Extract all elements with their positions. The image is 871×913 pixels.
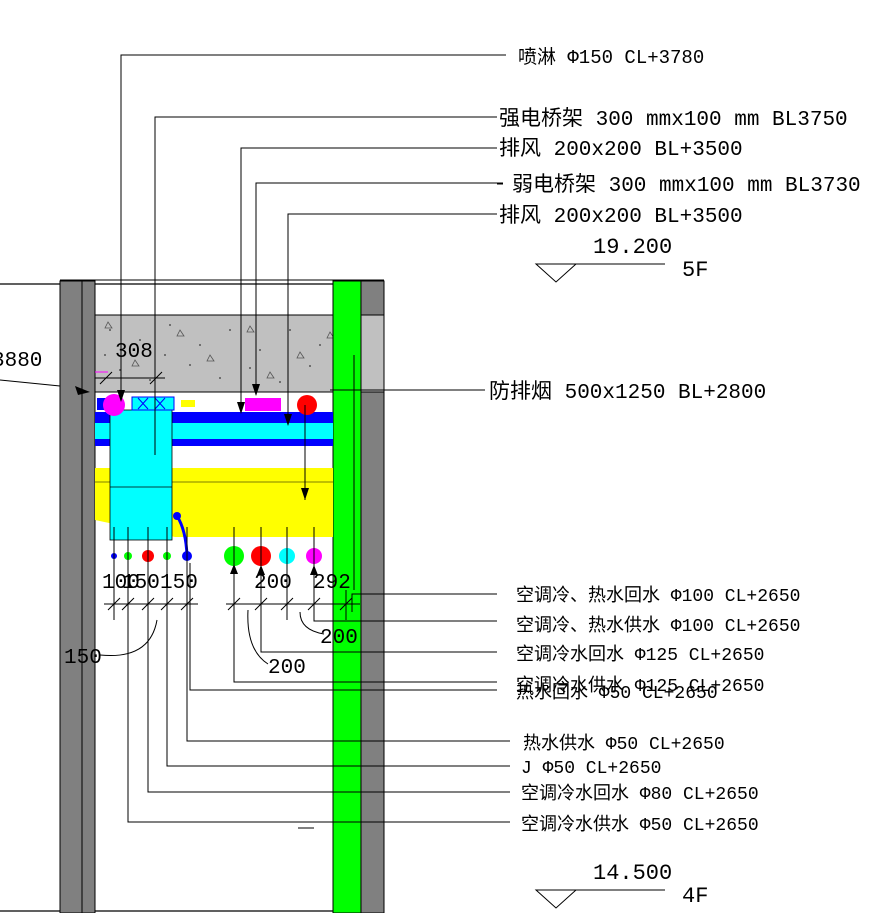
green-partition-wall xyxy=(332,280,362,913)
label-ac-hot-supply: 空调冷、热水供水 Φ100 CL+2650 xyxy=(516,615,800,637)
yellow-small-box xyxy=(181,400,195,407)
label-j-50: J Φ50 CL+2650 xyxy=(521,759,661,779)
label-ac-cold-return-80: 空调冷水回水 Φ80 CL+2650 xyxy=(521,783,759,805)
level-marker-upper xyxy=(534,263,665,283)
dim-150-b: 150 xyxy=(160,572,198,595)
blue-band-top xyxy=(95,412,333,423)
label-hot-supply-50: 热水供水 Φ50 CL+2650 xyxy=(523,733,725,755)
dim-200-b: 200 xyxy=(268,657,306,680)
level-upper-floor: 5F xyxy=(682,258,708,283)
left-wall-outer xyxy=(59,280,83,913)
dim-308: 308 xyxy=(115,341,153,364)
label-weak-tray: 弱电桥架 300 mmx100 mm BL3730 xyxy=(512,173,861,198)
dim-200-c: 200 xyxy=(320,627,358,650)
label-exhaust-1: 排风 200x200 BL+3500 xyxy=(499,137,743,162)
label-ac-hot-return: 空调冷、热水回水 Φ100 CL+2650 xyxy=(516,585,800,607)
label-hot-return-50: 热水回水 Φ50 CL+2650 xyxy=(516,682,718,704)
dim-100: 100 xyxy=(102,572,140,595)
concrete-triangles xyxy=(104,321,335,379)
small-blue-box xyxy=(97,398,107,410)
red-pipe-top xyxy=(297,395,317,415)
dim-200-a: 200 xyxy=(254,572,292,595)
label-ac-cold-return-125: 空调冷水回水 Φ125 CL+2650 xyxy=(516,644,764,666)
dim-150-c: 150 xyxy=(64,647,102,670)
level-lower-floor: 4F xyxy=(682,884,708,909)
label-ac-cold-supply-125: 空调冷水供水 Φ125 CL+2650 xyxy=(516,675,764,697)
arrow-heads xyxy=(75,384,318,575)
label-smoke-duct: 防排烟 500x1250 BL+2800 xyxy=(489,380,766,405)
dim-292: 292 xyxy=(313,572,351,595)
level-marker-lower xyxy=(534,889,665,909)
label-ac-cold-supply-50: 空调冷水供水 Φ50 CL+2650 xyxy=(521,814,759,836)
tray-crosses xyxy=(137,397,166,410)
leader-lines xyxy=(0,54,510,829)
concrete-beam xyxy=(94,314,362,393)
level-left-cut: 3880 xyxy=(0,350,42,373)
right-wall-concrete xyxy=(360,314,385,393)
blue-band-bottom xyxy=(95,439,333,446)
level-lower-value: 14.500 xyxy=(593,861,672,886)
level-upper-value: 19.200 xyxy=(593,235,672,260)
sprinkler-pipe xyxy=(103,394,125,416)
pipe-row xyxy=(111,546,322,566)
dim-150-a: 150 xyxy=(122,572,160,595)
label-sprinkler: 喷淋 Φ150 CL+3780 xyxy=(518,46,704,69)
strong-tray-magenta xyxy=(245,398,281,411)
exhaust-riser xyxy=(109,409,173,541)
concrete-hatch xyxy=(104,324,341,383)
label-exhaust-2: 排风 200x200 BL+3500 xyxy=(499,204,743,229)
label-strong-tray: 强电桥架 300 mmx100 mm BL3750 xyxy=(499,107,848,132)
left-wall-inner xyxy=(81,280,96,913)
